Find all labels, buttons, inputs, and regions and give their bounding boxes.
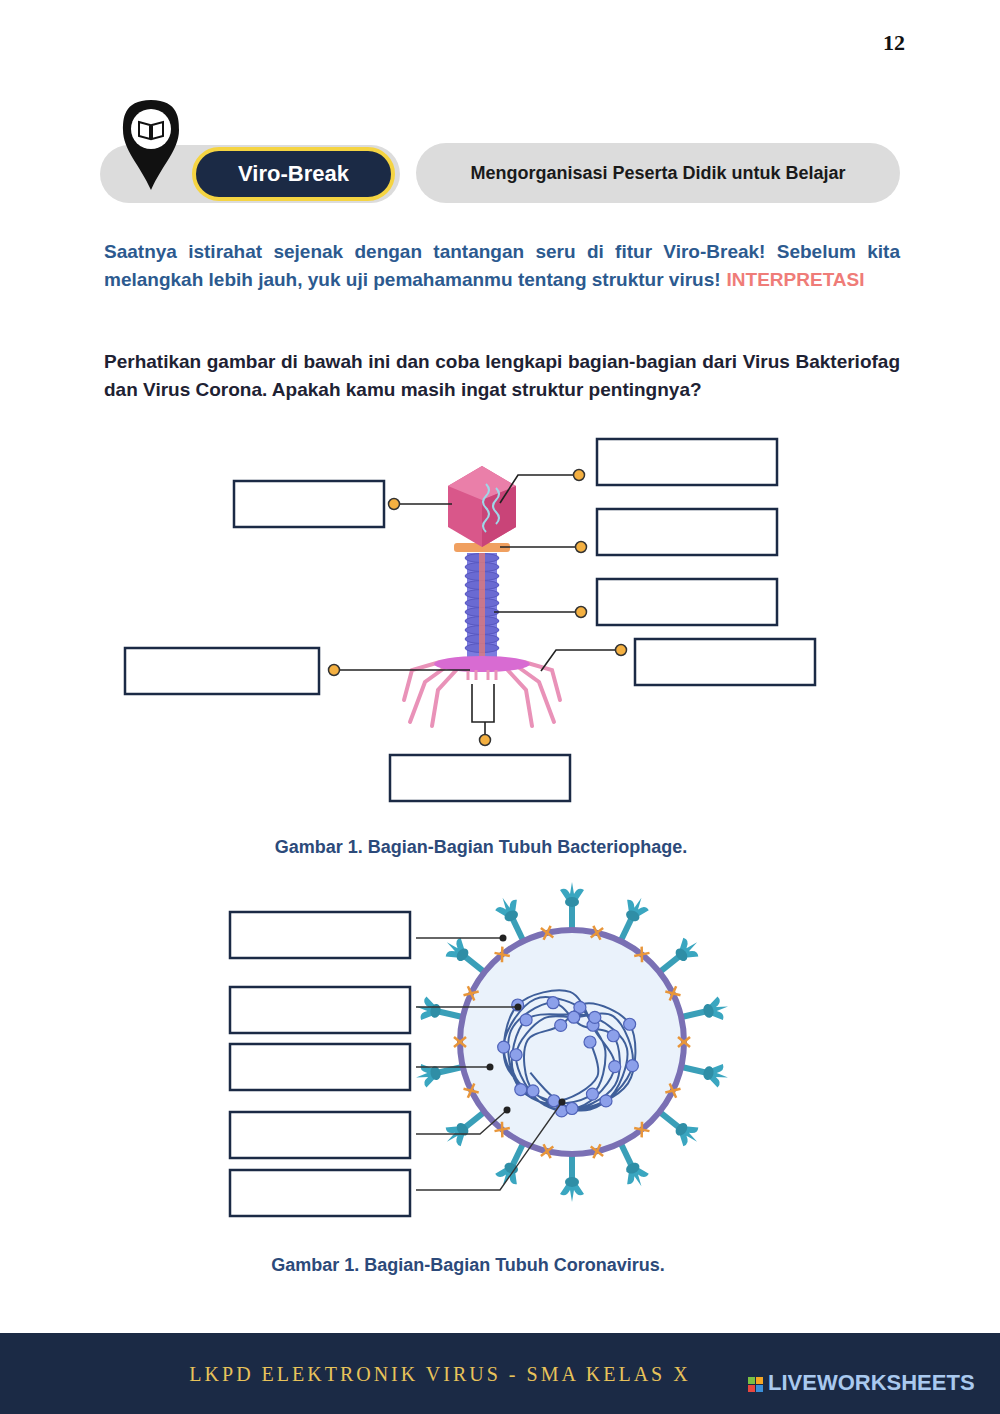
leader-lines: [416, 938, 562, 1190]
membrane-protein: [591, 1144, 603, 1158]
nucleocapsid-protein: [624, 1018, 636, 1030]
membrane-protein: [464, 986, 479, 1000]
tail-pin: [475, 670, 478, 680]
nucleocapsid-protein: [510, 1049, 522, 1061]
nucleocapsid-protein: [548, 1095, 560, 1107]
leader-dots: [329, 470, 627, 746]
tail-fiber: [524, 662, 560, 700]
section-pill: Mengorganisasi Peserta Didik untuk Belaj…: [416, 143, 900, 203]
answer-boxes: [230, 912, 410, 1216]
leader-dots: [487, 935, 566, 1114]
nucleocapsid-protein: [527, 1085, 539, 1097]
pill-label: Mengorganisasi Peserta Didik untuk Belaj…: [470, 163, 845, 184]
nucleocapsid-protein: [520, 1014, 532, 1026]
coronavirus-figure: [230, 882, 731, 1216]
dna: [483, 484, 499, 532]
leader-lines: [334, 475, 621, 740]
page-number: 12: [860, 30, 905, 56]
tail-fiber: [410, 664, 450, 722]
watermark: LIVEWORKSHEETS: [768, 1370, 994, 1396]
nucleocapsid-protein: [555, 1019, 567, 1031]
pill-label: Viro-Break: [238, 161, 349, 187]
membrane-protein: [541, 1144, 553, 1158]
nucleocapsid-protein: [566, 1102, 578, 1114]
membrane-protein: [678, 1037, 690, 1047]
nucleocapsid-protein: [498, 1041, 510, 1053]
tail-pin: [467, 670, 470, 680]
nucleocapsid-protein: [589, 1011, 601, 1023]
answer-boxes: [125, 439, 815, 801]
tail-fiber: [404, 662, 440, 700]
nucleocapsid-protein: [547, 997, 559, 1009]
skill-tag: INTERPRETASI: [727, 269, 865, 290]
membrane-protein: [495, 1122, 510, 1138]
nucleocapsid-protein: [600, 1095, 612, 1107]
membrane-protein: [464, 1083, 479, 1097]
figure-caption: Gambar 1. Bagian-Bagian Tubuh Bacterioph…: [140, 837, 822, 859]
tail-pin: [495, 670, 498, 680]
tail-fiber: [432, 666, 460, 726]
location-pin: [123, 100, 179, 190]
spike-protein: [560, 1150, 584, 1202]
envelope: [460, 930, 684, 1154]
instruction: Perhatikan gambar di bawah ini dan coba …: [104, 348, 900, 404]
nucleocapsid-protein: [584, 1036, 596, 1048]
tail-core: [479, 553, 485, 658]
membrane-protein: [541, 926, 553, 940]
membrane-protein: [665, 1083, 680, 1097]
figure-caption: Gambar 1. Bagian-Bagian Tubuh Coronaviru…: [130, 1255, 806, 1277]
membrane-protein: [495, 947, 510, 963]
feature-pill: Viro-Break: [192, 147, 395, 201]
nucleocapsid-protein: [626, 1060, 638, 1072]
membrane-protein: [665, 986, 680, 1000]
nucleocapsid-protein: [586, 1088, 598, 1100]
nucleocapsid-protein: [515, 1084, 527, 1096]
nucleocapsid-protein: [512, 999, 524, 1011]
intro-paragraph: Saatnya istirahat sejenak dengan tantang…: [104, 238, 900, 294]
capsid-head: [448, 466, 516, 547]
nucleocapsid-protein: [568, 1011, 580, 1023]
membrane-protein: [634, 1122, 649, 1138]
footer-band: [0, 1333, 1000, 1414]
rna-strand: [504, 990, 636, 1111]
nucleocapsid-protein: [609, 1061, 621, 1073]
membrane-protein: [634, 947, 649, 963]
spike-protein: [560, 882, 584, 934]
watermark-icon: [748, 1377, 763, 1392]
bacteriophage-figure: [125, 439, 815, 801]
tail-pin: [487, 670, 490, 680]
tail-fiber: [514, 664, 554, 722]
tail-fiber: [504, 666, 532, 726]
membrane-protein: [454, 1037, 466, 1047]
membrane-protein: [591, 926, 603, 940]
nucleocapsid-protein: [607, 1030, 619, 1042]
footer-title: LKPD ELEKTRONIK VIRUS - SMA KELAS X: [140, 1362, 740, 1386]
